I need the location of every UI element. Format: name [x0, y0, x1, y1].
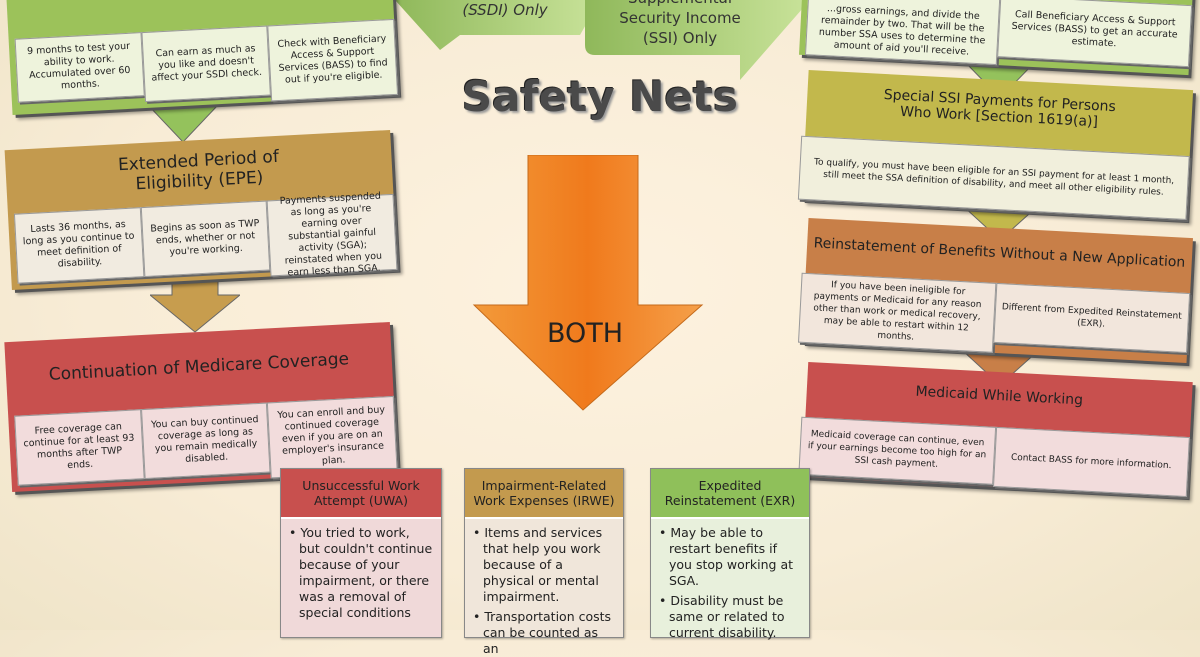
- bullet: You tried to work, but couldn't continue…: [289, 525, 433, 621]
- both-label: BOTH: [546, 318, 624, 349]
- info-cell: ...gross earnings, and divide the remain…: [804, 0, 1001, 66]
- info-cell: Contact BASS for more information.: [992, 426, 1190, 497]
- ssi-banner-label: Supplemental Security Income (SSI) Only: [619, 0, 741, 47]
- info-cell: Free coverage can continue for at least …: [14, 409, 145, 486]
- info-cell: Begins as soon as TWP ends, whether or n…: [140, 200, 271, 278]
- info-cell: To qualify, you must have been eligible …: [797, 135, 1190, 220]
- ssi-earnings-panel: ...gross earnings, and divide the remain…: [798, 0, 1196, 76]
- banner-arrows: [395, 0, 810, 80]
- irwe-box: Impairment-Related Work Expenses (IRWE) …: [464, 468, 624, 656]
- twp-panel: (TWP) 9 months to test your ability to w…: [3, 0, 399, 115]
- exr-box: Expedited Reinstatement (EXR) May be abl…: [650, 468, 810, 641]
- info-cell: Call Beneficiary Access & Support Servic…: [997, 0, 1193, 68]
- medicare-panel: Continuation of Medicare Coverage Free c…: [4, 322, 398, 492]
- box-title: Expedited Reinstatement (EXR): [651, 469, 809, 519]
- epe-panel: Extended Period of Eligibility (EPE) Las…: [4, 129, 398, 291]
- info-cell: Payments suspended as long as you're ear…: [266, 191, 398, 279]
- ssdi-banner-label: Disability Income (SSDI) Only: [462, 1, 548, 19]
- reinstatement-panel: Reinstatement of Benefits Without a New …: [797, 218, 1194, 363]
- bullet: May be able to restart benefits if you s…: [659, 525, 801, 589]
- info-cell: You can enroll and buy continued coverag…: [267, 395, 398, 479]
- bullet: Transportation costs can be counted as a…: [473, 609, 615, 657]
- panel-title: Special SSI Payments for Persons Who Wor…: [883, 86, 1117, 131]
- box-title: Unsuccessful Work Attempt (UWA): [281, 469, 441, 519]
- bullet: Items and services that help you work be…: [473, 525, 615, 605]
- info-cell: 9 months to test your ability to work. A…: [14, 32, 145, 103]
- section-1619a-panel: Special SSI Payments for Persons Who Wor…: [797, 70, 1194, 220]
- info-cell: You can buy continued coverage as long a…: [140, 402, 271, 480]
- box-title: Impairment-Related Work Expenses (IRWE): [465, 469, 623, 519]
- medicaid-panel: Medicaid While Working Medicaid coverage…: [798, 362, 1193, 497]
- uwa-box: Unsuccessful Work Attempt (UWA) You trie…: [280, 468, 442, 638]
- info-cell: Can earn as much as you like and doesn't…: [141, 25, 272, 103]
- both-arrow: [472, 155, 704, 411]
- info-cell: If you have been ineligible for payments…: [797, 272, 996, 353]
- panel-title: (TWP): [4, 0, 393, 10]
- page-title: Safety Nets: [461, 72, 739, 121]
- info-cell: Check with Beneficiary Access & Support …: [267, 18, 399, 102]
- info-cell: Different from Expedited Reinstatement (…: [992, 282, 1191, 354]
- bullet: Disability must be same or related to cu…: [659, 593, 801, 641]
- info-cell: Lasts 36 months, as long as you continue…: [13, 207, 145, 284]
- info-cell: Medicaid coverage can continue, even if …: [798, 416, 996, 485]
